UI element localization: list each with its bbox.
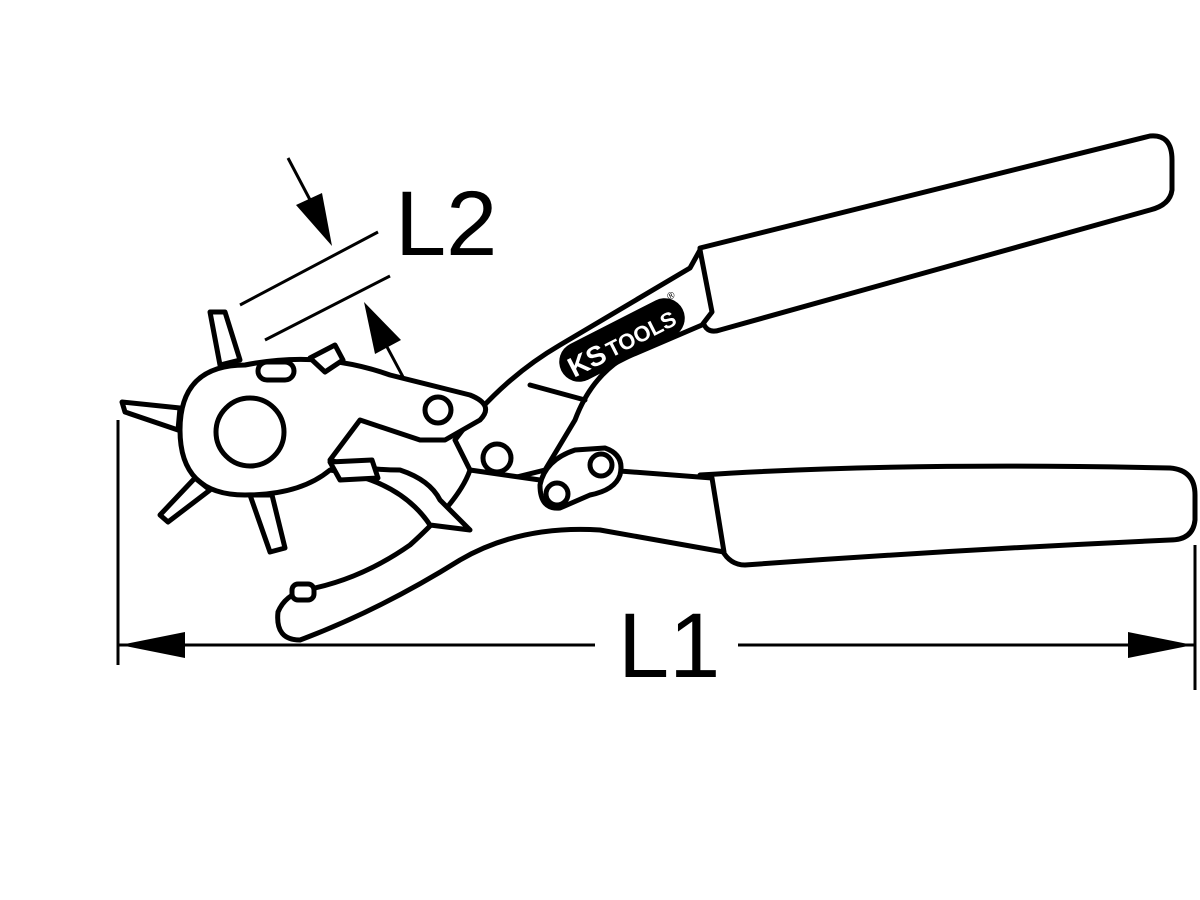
rivet [587, 451, 615, 479]
l2-extension-bottom [264, 274, 391, 342]
punch-tube [119, 399, 183, 433]
wheel-hub-hole [213, 395, 287, 469]
punch-tube [207, 309, 243, 368]
l1-label: L1 [618, 595, 720, 697]
upper-handle-grip [697, 133, 1175, 334]
l1-dimension: L1 [116, 420, 1197, 697]
arrow-up-icon [364, 302, 401, 354]
pivot-rivet [480, 441, 514, 475]
lower-handle-grip [697, 463, 1198, 568]
rivet [422, 394, 454, 426]
lower-arm [275, 465, 727, 643]
punch-tube [157, 475, 213, 525]
rivet [543, 480, 571, 508]
l2-extension-top [239, 230, 379, 307]
punch-tube [307, 342, 346, 375]
anvil-knob [289, 581, 317, 603]
l2-dimension: L2 [239, 157, 497, 391]
punch-tube [327, 457, 381, 483]
arm-edge-line [527, 382, 588, 403]
arrow-down-icon [296, 193, 332, 246]
wheel-latch [255, 359, 297, 383]
arrow-right-icon [1128, 632, 1193, 658]
punch-tubes [119, 309, 381, 555]
l2-label: L2 [395, 173, 497, 275]
arrow-left-icon [120, 632, 185, 658]
punch-tube [247, 492, 288, 555]
